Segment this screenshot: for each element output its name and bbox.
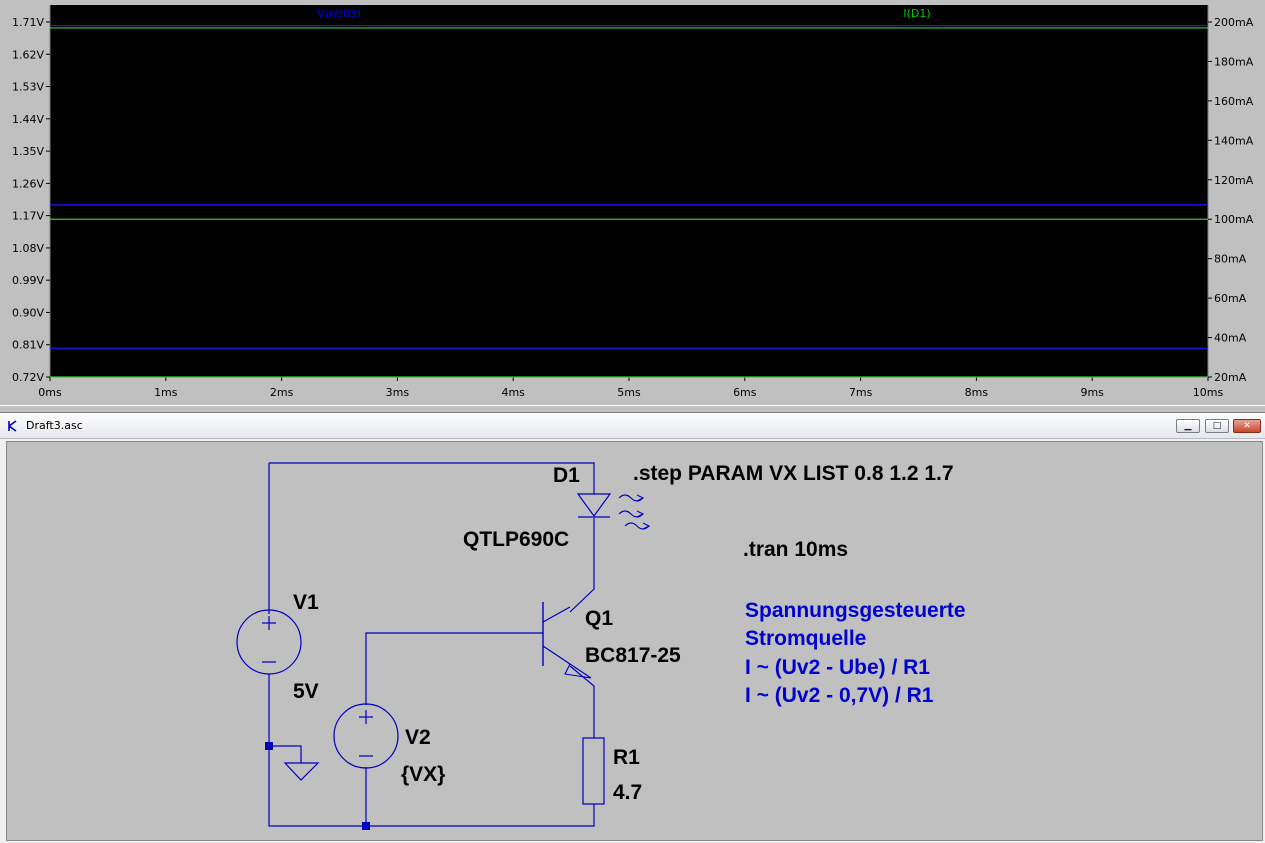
right-tick-label: 140mA xyxy=(1214,134,1254,147)
junction-dot xyxy=(265,742,273,750)
emitter-arrow-icon xyxy=(564,663,592,679)
left-tick-label: 1.53V xyxy=(12,81,44,94)
wire-ground[interactable] xyxy=(269,745,302,763)
left-axis-ticks: 1.71V 1.62V 1.53V 1.44V 1.35V 1.26V 1.17V 1.08V… xyxy=(12,16,50,384)
led-d1[interactable] xyxy=(576,482,651,530)
d1-model[interactable]: QTLP690C xyxy=(463,528,569,551)
x-tick-label: 3ms xyxy=(386,386,410,399)
x-tick-label: 2ms xyxy=(270,386,294,399)
ltspice-icon xyxy=(8,420,17,432)
x-tick-label: 9ms xyxy=(1080,386,1104,399)
right-tick-label: 100mA xyxy=(1214,213,1254,226)
window-title: Draft3.asc xyxy=(26,419,83,432)
comment-line-2[interactable]: Stromquelle xyxy=(745,627,866,650)
window-titlebar[interactable]: Draft3.asc ▁ □ ✕ xyxy=(0,413,1265,439)
right-tick-label: 200mA xyxy=(1214,16,1254,29)
right-tick-label: 60mA xyxy=(1214,292,1247,305)
voltage-source-v1[interactable] xyxy=(236,609,302,675)
x-tick-label: 7ms xyxy=(849,386,873,399)
step-directive[interactable]: .step PARAM VX LIST 0.8 1.2 1.7 xyxy=(633,462,954,485)
schematic-drawing[interactable]: D1 QTLP690C Q1 BC817-25 V1 5V V2 {VX} R1… xyxy=(7,442,1263,841)
right-tick-label: 80mA xyxy=(1214,253,1247,266)
maximize-button[interactable]: □ xyxy=(1205,419,1229,433)
waveform-plot[interactable]: 1.71V 1.62V 1.53V 1.44V 1.35V 1.26V 1.17V 1.08V… xyxy=(0,0,1265,405)
comment-line-4[interactable]: I ~ (Uv2 - 0,7V) / R1 xyxy=(745,684,934,707)
x-tick-label: 5ms xyxy=(617,386,641,399)
transistor-q1[interactable] xyxy=(542,602,592,679)
schematic-window: Draft3.asc ▁ □ ✕ xyxy=(0,413,1265,843)
ground-icon[interactable] xyxy=(283,762,320,781)
x-tick-label: 10ms xyxy=(1193,386,1224,399)
wires xyxy=(268,462,595,827)
tran-directive[interactable]: .tran 10ms xyxy=(743,538,848,561)
left-tick-label: 1.26V xyxy=(12,177,44,190)
left-tick-label: 1.71V xyxy=(12,16,44,29)
right-tick-label: 160mA xyxy=(1214,95,1254,108)
comment-line-1[interactable]: Spannungsgesteuerte xyxy=(745,599,966,622)
light-emission-icon xyxy=(618,510,645,518)
plot-area[interactable] xyxy=(50,5,1208,377)
x-tick-label: 6ms xyxy=(733,386,757,399)
x-tick-label: 4ms xyxy=(501,386,525,399)
x-tick-label: 8ms xyxy=(965,386,989,399)
v2-value[interactable]: {VX} xyxy=(401,763,445,786)
v1-value[interactable]: 5V xyxy=(293,680,319,703)
trace-label-current[interactable]: I(D1) xyxy=(903,7,930,20)
r1-name[interactable]: R1 xyxy=(613,746,640,769)
left-tick-label: 1.17V xyxy=(12,210,44,223)
light-emission-icon xyxy=(618,494,645,502)
minimize-button[interactable]: ▁ xyxy=(1176,419,1200,433)
right-tick-label: 40mA xyxy=(1214,332,1247,345)
traces xyxy=(50,24,1208,378)
right-tick-label: 20mA xyxy=(1214,371,1247,384)
waveform-plot-pane[interactable]: 1.71V 1.62V 1.53V 1.44V 1.35V 1.26V 1.17V 1.08V… xyxy=(0,0,1265,405)
d1-name[interactable]: D1 xyxy=(553,464,580,487)
x-tick-label: 1ms xyxy=(154,386,178,399)
wire-bottom[interactable] xyxy=(362,804,595,827)
left-tick-label: 0.72V xyxy=(12,371,44,384)
q1-model[interactable]: BC817-25 xyxy=(585,644,681,667)
wire-v1-bottom[interactable] xyxy=(268,674,362,827)
left-tick-label: 0.90V xyxy=(12,306,44,319)
right-tick-label: 180mA xyxy=(1214,55,1254,68)
left-tick-label: 1.35V xyxy=(12,145,44,158)
x-tick-label: 0ms xyxy=(38,386,62,399)
r1-value[interactable]: 4.7 xyxy=(613,781,642,804)
schematic-canvas[interactable]: D1 QTLP690C Q1 BC817-25 V1 5V V2 {VX} R1… xyxy=(6,441,1263,841)
resistor-r1[interactable] xyxy=(582,737,605,805)
x-axis-ticks: 0ms 1ms 2ms 3ms 4ms 5ms 6ms 7ms 8ms 9ms 10ms xyxy=(38,377,1223,399)
comment-line-3[interactable]: I ~ (Uv2 - Ube) / R1 xyxy=(745,656,930,679)
light-emission-icon xyxy=(624,522,651,530)
v2-name[interactable]: V2 xyxy=(405,726,431,749)
left-tick-label: 1.44V xyxy=(12,113,44,126)
left-tick-label: 0.99V xyxy=(12,274,44,287)
wire-base[interactable] xyxy=(365,632,543,705)
junction-dot xyxy=(362,822,370,830)
q1-name[interactable]: Q1 xyxy=(585,607,613,630)
voltage-source-v2[interactable] xyxy=(333,703,399,769)
v1-name[interactable]: V1 xyxy=(293,591,319,614)
right-tick-label: 120mA xyxy=(1214,174,1254,187)
wire-d1-collector[interactable] xyxy=(569,518,595,613)
left-tick-label: 1.08V xyxy=(12,242,44,255)
pane-splitter[interactable] xyxy=(0,405,1265,413)
wire-top[interactable] xyxy=(269,462,595,482)
wire-emitter-r1[interactable] xyxy=(569,665,595,738)
left-tick-label: 1.62V xyxy=(12,48,44,61)
right-axis-ticks: 200mA 180mA 160mA 140mA 120mA 100mA 80mA 60mA 40… xyxy=(1208,16,1254,384)
trace-label-voltage[interactable]: V(n003) xyxy=(317,7,361,20)
left-tick-label: 0.81V xyxy=(12,339,44,352)
close-button[interactable]: ✕ xyxy=(1233,419,1261,433)
